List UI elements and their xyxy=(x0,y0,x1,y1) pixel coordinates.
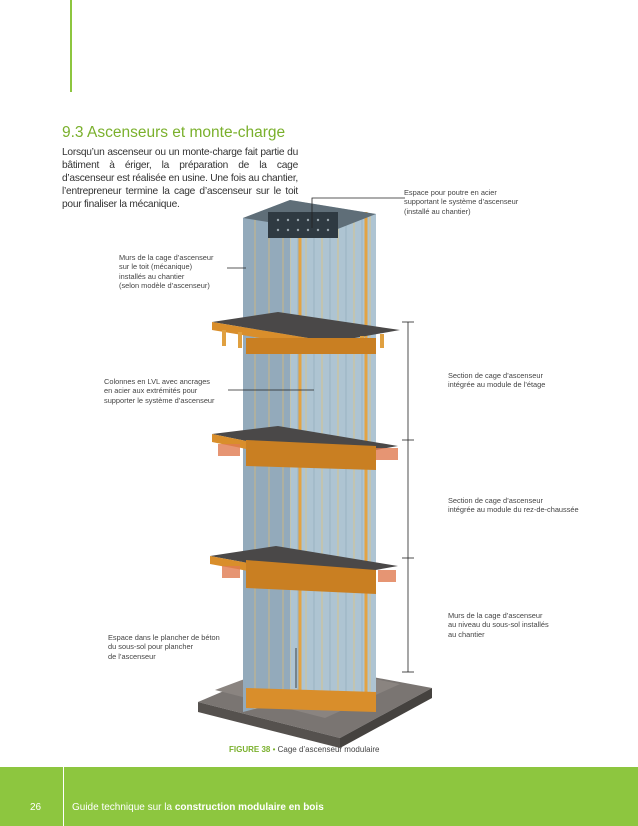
intro-paragraph: Lorsqu’un ascenseur ou un monte-charge f… xyxy=(62,147,298,211)
floor-module-middle xyxy=(212,426,398,470)
accent-bar xyxy=(70,0,72,92)
figure-label: FIGURE 38 xyxy=(229,745,271,754)
figure-caption: FIGURE 38 • Cage d’ascenseur modulaire xyxy=(229,745,529,754)
figure-title: Cage d’ascenseur modulaire xyxy=(277,745,380,754)
annotation-floor-section: Section de cage d’ascenseur intégrée au … xyxy=(448,371,546,390)
leader-lines xyxy=(227,197,414,688)
basement-band xyxy=(246,688,376,712)
footer-title: Guide technique sur la construction modu… xyxy=(72,802,324,813)
steel-beam-area xyxy=(243,200,376,238)
page-number: 26 xyxy=(30,802,42,813)
annotation-basement-walls: Murs de la cage d’ascenseur au niveau du… xyxy=(448,611,549,639)
annotation-slab-space: Espace dans le plancher de béton du sous… xyxy=(108,633,220,661)
floor-module-upper xyxy=(212,312,400,354)
annotation-steel-beam: Espace pour poutre en acier supportant l… xyxy=(404,188,519,216)
annotation-ground-section: Section de cage d’ascenseur intégrée au … xyxy=(448,496,579,515)
floor-module-lower xyxy=(210,546,398,594)
annotation-roof-walls: Murs de la cage d’ascenseur sur le toit … xyxy=(119,253,214,290)
footer-bold: construction modulaire en bois xyxy=(174,802,324,813)
annotation-lvl-columns: Colonnes en LVL avec ancrages en acier a… xyxy=(104,377,215,405)
figure-separator: • xyxy=(270,745,278,754)
section-heading: 9.3 Ascenseurs et monte-charge xyxy=(62,124,286,141)
footer-divider xyxy=(63,767,64,826)
page-footer: 26 Guide technique sur la construction m… xyxy=(0,767,638,826)
footer-prefix: Guide technique sur la xyxy=(72,802,175,813)
elevator-shaft-illustration xyxy=(198,197,432,748)
